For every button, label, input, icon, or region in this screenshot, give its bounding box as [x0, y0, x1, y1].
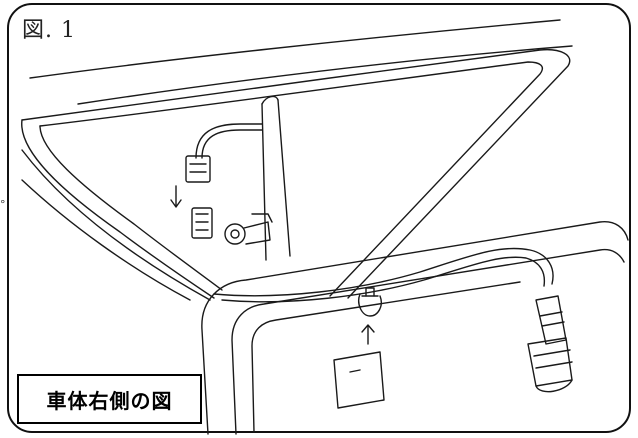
bracket-plate — [333, 351, 385, 409]
lower-panel-line-2 — [21, 179, 191, 301]
up-arrow — [361, 324, 375, 345]
door-frame-inner — [231, 248, 625, 435]
side-mark: ° — [0, 198, 6, 211]
down-arrow — [170, 185, 182, 208]
oxygen-sensor — [535, 295, 567, 345]
door-frame-inner-2 — [251, 281, 521, 433]
caption-box: 車体右側の図 — [17, 374, 202, 424]
panel-inner-outline — [39, 61, 544, 297]
sensor-cable — [195, 123, 263, 159]
sensor-cable-2 — [201, 129, 263, 159]
harness-cable — [213, 247, 554, 297]
grommet — [224, 223, 246, 245]
door-frame-outer — [201, 221, 629, 435]
panel-outline — [21, 48, 571, 299]
caption-text: 車体右側の図 — [46, 388, 173, 413]
pillar-right — [277, 99, 291, 257]
connector-upper — [185, 155, 211, 183]
roof-edge-line-2 — [77, 45, 573, 105]
panel-left-edge — [21, 119, 215, 299]
clip — [358, 293, 382, 317]
harness-cable-2 — [221, 256, 546, 303]
pillar-left — [261, 103, 267, 261]
connector-lower — [191, 207, 213, 239]
diagram-frame — [7, 3, 631, 433]
figure-label: 図. 1 — [22, 18, 76, 43]
panel-left-edge-2 — [39, 125, 223, 291]
pillar-top — [261, 95, 279, 105]
lower-panel-line — [21, 149, 211, 301]
roof-edge-line — [29, 19, 561, 79]
